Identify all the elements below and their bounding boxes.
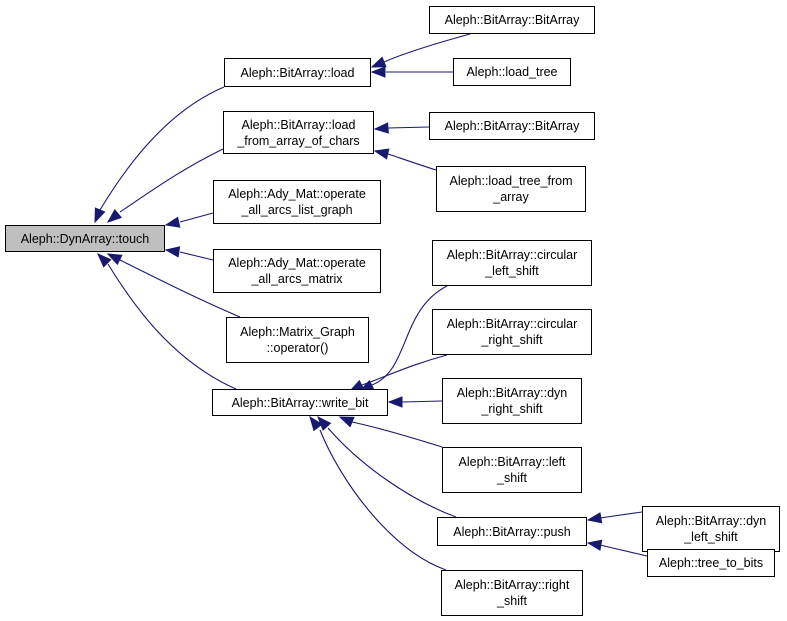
node-label: Aleph::DynArray::touch bbox=[20, 231, 150, 246]
node-load-tree-from-array[interactable]: Aleph::load_tree_from _array bbox=[436, 166, 586, 212]
node-label: Aleph::BitArray::BitArray bbox=[444, 119, 580, 133]
node-operate-all-arcs-list-graph[interactable]: Aleph::Ady_Mat::operate _all_arcs_list_g… bbox=[213, 180, 381, 224]
edge-right-shift-to-write-bit bbox=[319, 429, 447, 571]
node-load-tree[interactable]: Aleph::load_tree bbox=[453, 58, 571, 86]
node-load-from-array-of-chars[interactable]: Aleph::BitArray::load _from_array_of_cha… bbox=[223, 111, 374, 154]
node-label: Aleph::BitArray::right _shift bbox=[454, 578, 570, 608]
edge-operate-all-arcs-list-graph-to-touch bbox=[179, 212, 214, 223]
arrowhead-icon bbox=[97, 253, 112, 268]
node-left-shift[interactable]: Aleph::BitArray::left _shift bbox=[442, 447, 582, 493]
node-touch[interactable]: Aleph::DynArray::touch bbox=[5, 225, 165, 252]
node-circular-left-shift[interactable]: Aleph::BitArray::circular _left_shift bbox=[432, 240, 592, 286]
node-label: Aleph::BitArray::write_bit bbox=[231, 395, 369, 410]
edge-circular-left-shift-to-write-bit bbox=[371, 285, 448, 386]
node-label: Aleph::load_tree_from _array bbox=[449, 174, 573, 204]
node-circular-right-shift[interactable]: Aleph::BitArray::circular _right_shift bbox=[432, 309, 592, 355]
node-bitarray-ctor-2[interactable]: Aleph::BitArray::BitArray bbox=[429, 112, 595, 140]
edge-dyn-left-shift-to-push bbox=[599, 511, 643, 519]
edge-load-from-array-of-chars-to-touch bbox=[119, 148, 224, 213]
arrowhead-icon bbox=[370, 66, 386, 78]
arrowhead-icon bbox=[94, 207, 106, 224]
edge-write-bit-to-touch bbox=[107, 263, 237, 390]
edge-operate-all-arcs-matrix-to-touch bbox=[179, 251, 214, 261]
node-label: Aleph::BitArray::load _from_array_of_cha… bbox=[237, 117, 360, 148]
edge-bitarray-ctor-1-to-load bbox=[383, 33, 471, 63]
node-tree-to-bits[interactable]: Aleph::tree_to_bits bbox=[647, 549, 775, 577]
node-label: Aleph::load_tree bbox=[466, 65, 558, 79]
edge-circular-right-shift-to-write-bit bbox=[361, 354, 448, 386]
node-label: Aleph::BitArray::circular _right_shift bbox=[446, 317, 578, 347]
node-label: Aleph::BitArray::load bbox=[240, 65, 355, 80]
node-label: Aleph::BitArray::dyn _right_shift bbox=[456, 386, 568, 416]
node-label: Aleph::Ady_Mat::operate _all_arcs_list_g… bbox=[228, 187, 366, 217]
edge-load-tree-from-array-to-load-from-array-of-chars bbox=[387, 153, 437, 171]
node-dyn-right-shift[interactable]: Aleph::BitArray::dyn _right_shift bbox=[442, 378, 582, 424]
node-label: Aleph::BitArray::BitArray bbox=[444, 13, 580, 27]
node-right-shift[interactable]: Aleph::BitArray::right _shift bbox=[441, 570, 583, 616]
node-write-bit[interactable]: Aleph::BitArray::write_bit bbox=[212, 389, 388, 416]
node-matrix-graph-operator[interactable]: Aleph::Matrix_Graph ::operator() bbox=[226, 317, 369, 363]
arrowhead-icon bbox=[338, 416, 355, 428]
node-label: Aleph::tree_to_bits bbox=[658, 556, 764, 570]
node-load[interactable]: Aleph::BitArray::load bbox=[224, 58, 371, 87]
arrowhead-icon bbox=[373, 122, 389, 134]
node-label: Aleph::BitArray::circular _left_shift bbox=[446, 248, 578, 278]
arrowhead-icon bbox=[106, 208, 123, 223]
edge-tree-to-bits-to-push bbox=[599, 544, 648, 557]
arrowhead-icon bbox=[387, 396, 403, 408]
node-label: Aleph::BitArray::dyn _left_shift bbox=[655, 514, 767, 544]
node-label: Aleph::Ady_Mat::operate _all_arcs_matrix bbox=[228, 256, 366, 286]
arrowhead-icon bbox=[106, 253, 123, 266]
node-operate-all-arcs-matrix[interactable]: Aleph::Ady_Mat::operate _all_arcs_matrix bbox=[213, 249, 381, 293]
arrowhead-icon bbox=[373, 148, 390, 160]
edge-bitarray-ctor-2-to-load-from-array-of-chars bbox=[387, 126, 430, 129]
arrowhead-icon bbox=[164, 246, 181, 258]
arrowhead-icon bbox=[586, 539, 603, 551]
node-label: Aleph::BitArray::push bbox=[453, 524, 571, 539]
edge-load-to-touch bbox=[99, 86, 225, 211]
node-push[interactable]: Aleph::BitArray::push bbox=[437, 517, 587, 546]
arrowhead-icon bbox=[164, 216, 181, 228]
node-bitarray-ctor-1[interactable]: Aleph::BitArray::BitArray bbox=[429, 6, 595, 34]
arrowhead-icon bbox=[586, 512, 603, 524]
node-label: Aleph::BitArray::left _shift bbox=[458, 455, 566, 485]
edge-dyn-right-shift-to-write-bit bbox=[401, 400, 443, 403]
arrowhead-icon bbox=[370, 56, 387, 68]
node-label: Aleph::Matrix_Graph ::operator() bbox=[240, 325, 355, 355]
arrowhead-icon bbox=[309, 415, 323, 432]
edge-left-shift-to-write-bit bbox=[351, 421, 443, 448]
node-dyn-left-shift[interactable]: Aleph::BitArray::dyn _left_shift bbox=[642, 506, 780, 552]
edge-push-to-write-bit bbox=[327, 427, 457, 518]
edge-matrix-graph-operator-to-touch bbox=[119, 259, 241, 318]
